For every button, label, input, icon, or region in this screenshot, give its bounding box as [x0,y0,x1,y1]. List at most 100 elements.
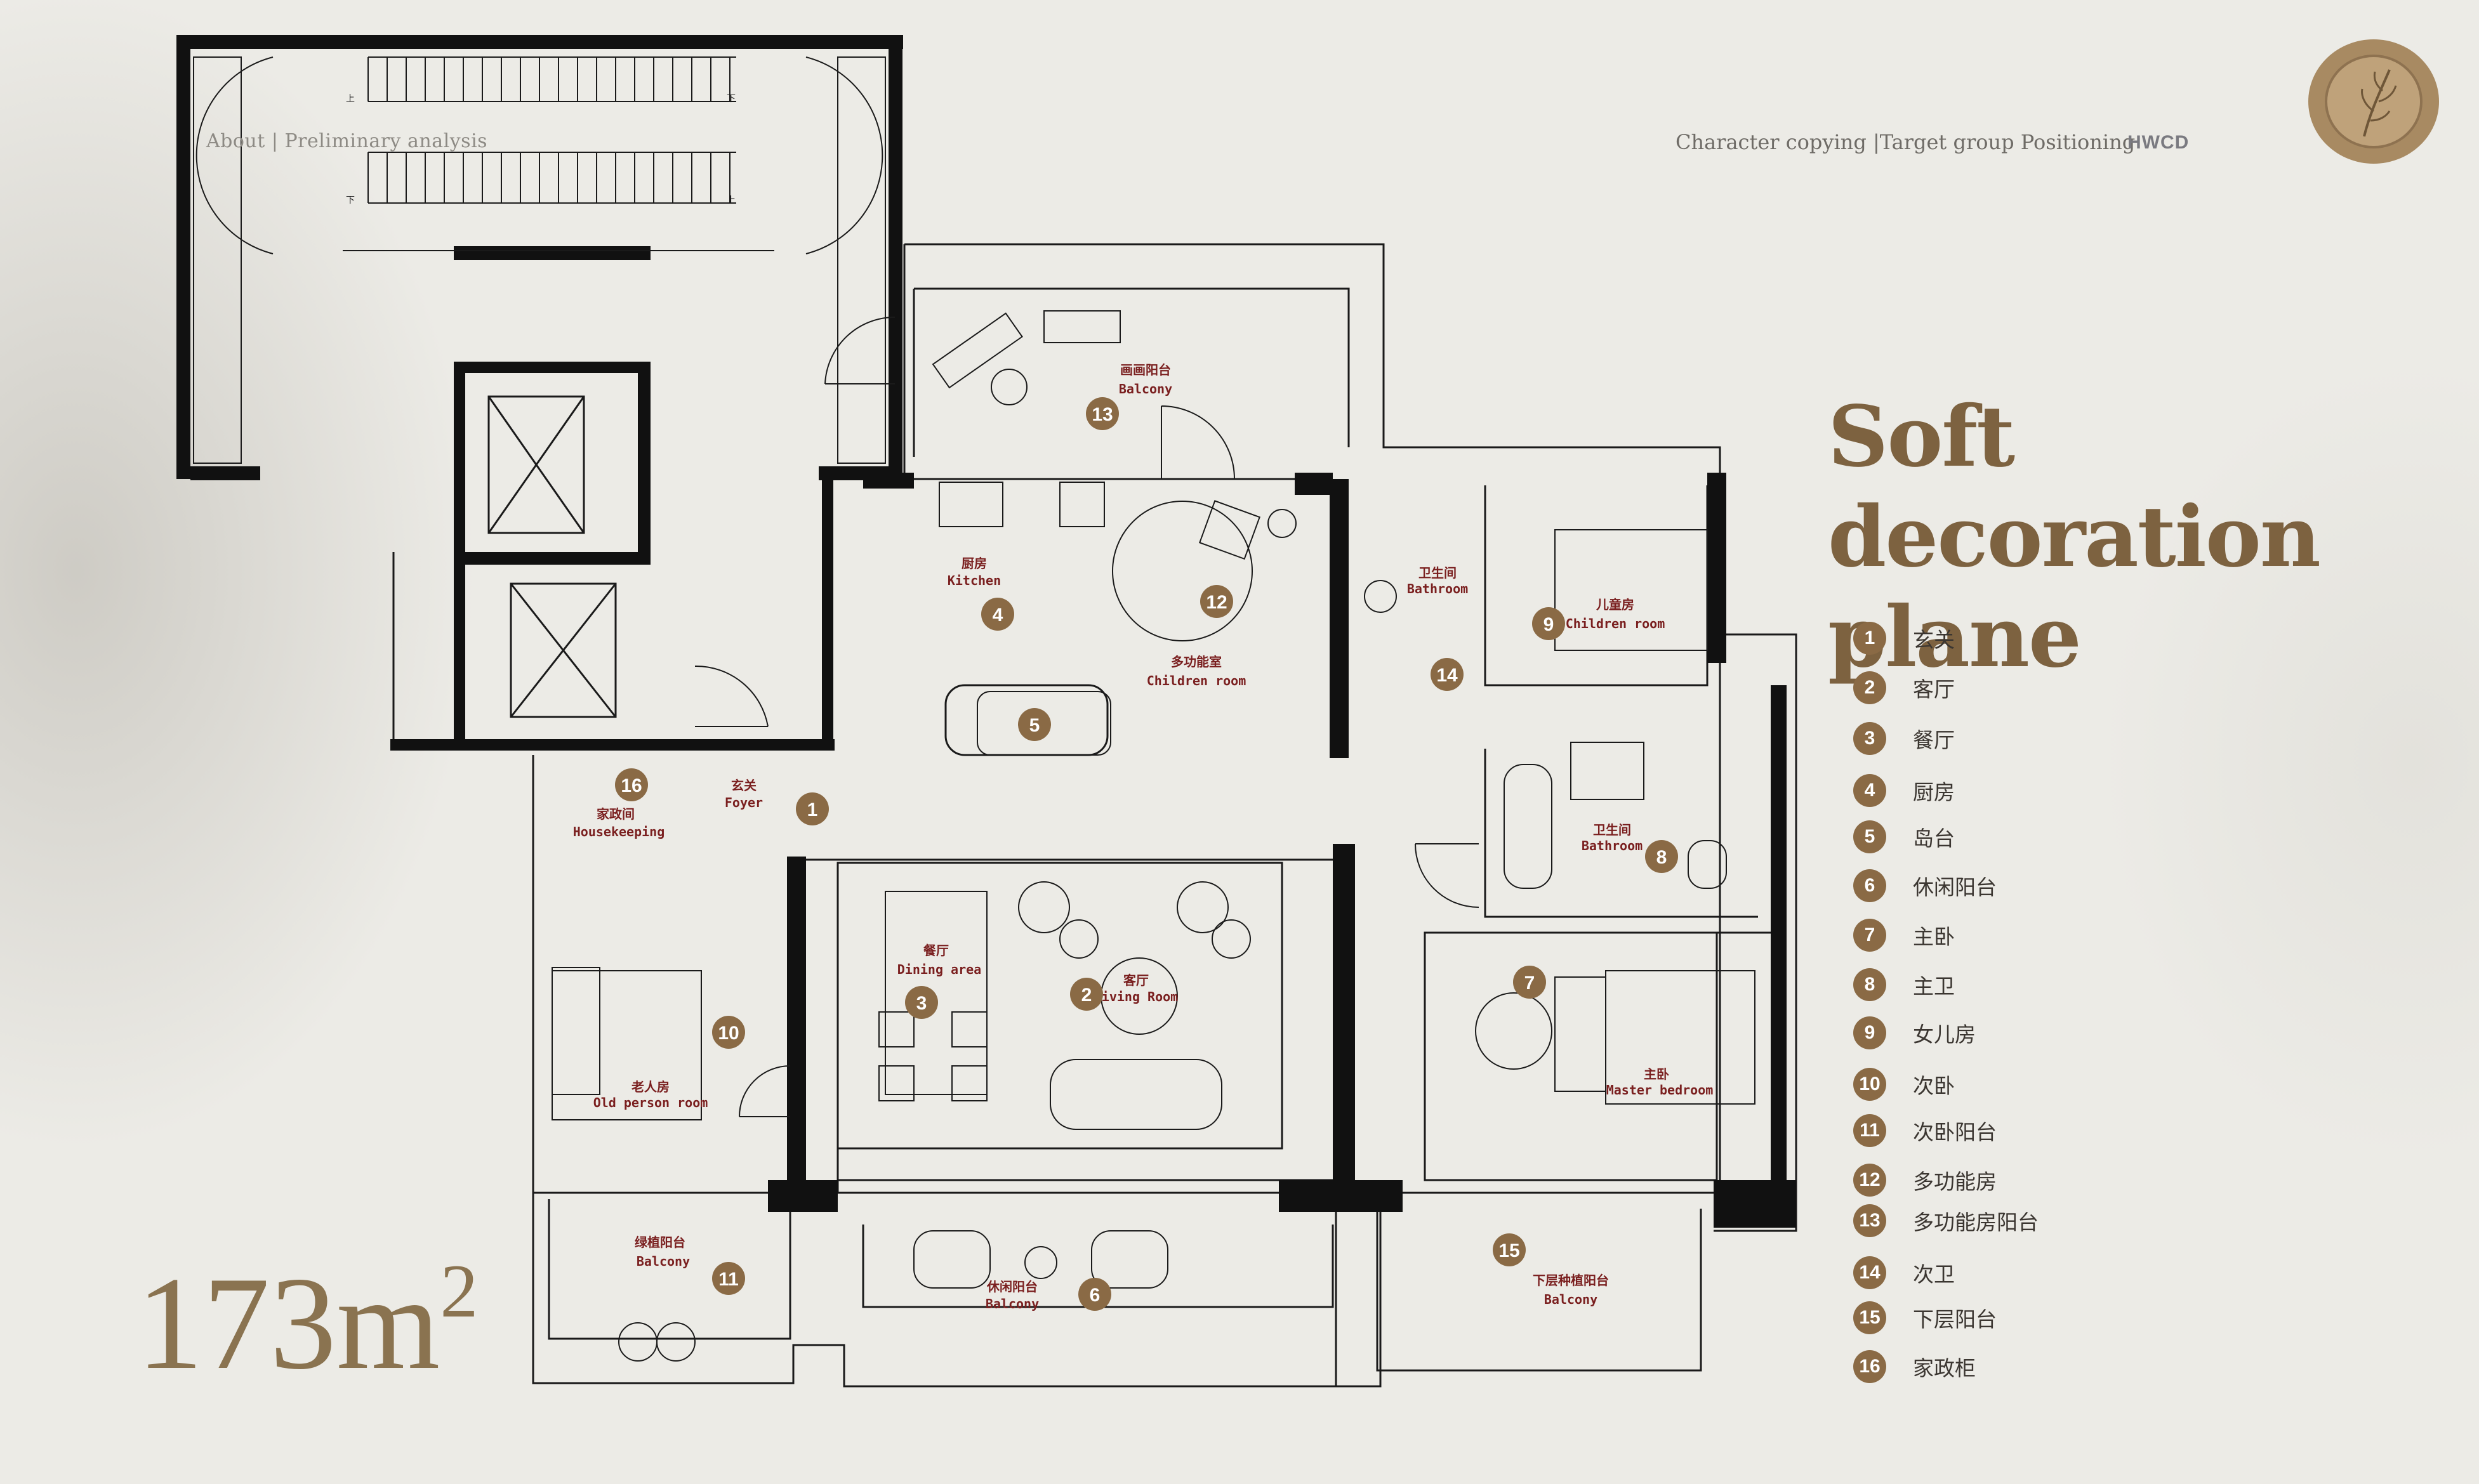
plan-marker-3: 3 [905,986,938,1019]
balcony11-label-cn: 绿植阳台 [635,1235,685,1250]
svg-text:7: 7 [1524,973,1535,994]
stair-up-label: 上 [346,94,355,104]
legend-number: 9 [1853,1016,1886,1049]
legend-label: 下层阳台 [1913,1307,1997,1332]
svg-text:12: 12 [1206,592,1227,613]
legend-number: 13 [1853,1204,1886,1237]
legend-number: 3 [1853,722,1886,755]
multi-room-label-en: Children room [1147,673,1246,688]
bathroom14-label-en: Bathroom [1407,581,1468,596]
legend-label: 休闲阳台 [1913,875,1997,900]
bathroom8-label-cn: 卫生间 [1593,822,1631,837]
plan-marker-16: 16 [615,768,648,801]
svg-text:5: 5 [1029,715,1040,736]
legend-item: 14 次卫 [1853,1255,1955,1290]
plan-marker-8: 8 [1645,840,1678,873]
children-room-label-en: Children room [1566,616,1665,631]
legend-label: 主卫 [1913,974,1955,999]
legend-number: 16 [1853,1350,1886,1383]
plan-marker-13: 13 [1086,397,1119,430]
svg-text:10: 10 [718,1023,739,1044]
svg-text:4: 4 [993,605,1003,626]
kitchen-label-cn: 厨房 [962,556,987,571]
plan-marker-4: 4 [981,598,1014,631]
legend-item: 7 主卧 [1853,917,1955,953]
legend-label: 多功能房 [1913,1169,1997,1194]
legend-number: 11 [1853,1114,1886,1147]
plan-marker-5: 5 [1018,708,1051,741]
bathroom14-label-cn: 卫生间 [1418,565,1457,581]
housekeeping-label-en: Housekeeping [573,824,665,839]
legend-item: 11 次卧阳台 [1853,1113,1997,1148]
plan-marker-11: 11 [712,1262,745,1295]
balcony15-label-cn: 下层种植阳台 [1533,1273,1609,1288]
legend-item: 12 多功能房 [1853,1162,1997,1198]
plan-marker-7: 7 [1513,966,1546,999]
balcony11-label-en: Balcony [637,1254,690,1269]
plan-marker-14: 14 [1431,658,1464,691]
balcony13-label-cn: 画画阳台 [1120,362,1171,378]
legend-number: 4 [1853,774,1886,807]
legend-label: 岛台 [1913,826,1955,851]
kitchen-label-en: Kitchen [948,573,1001,588]
svg-text:3: 3 [916,993,927,1014]
legend-number: 10 [1853,1068,1886,1101]
plan-marker-9: 9 [1532,607,1565,640]
plan-marker-6: 6 [1078,1278,1111,1311]
legend-item: 3 餐厅 [1853,721,1955,756]
svg-text:6: 6 [1090,1285,1101,1306]
svg-text:9: 9 [1544,614,1554,635]
plan-marker-1: 1 [796,792,829,825]
title-line-1: Soft decoration [1828,388,2321,586]
svg-text:14: 14 [1436,665,1458,686]
balcony6-label-en: Balcony [986,1296,1039,1311]
balcony15-label-en: Balcony [1544,1292,1597,1307]
children-room-label-cn: 儿童房 [1596,597,1634,612]
nav-breadcrumb-right[interactable]: Character copying |Target group Position… [1676,130,2136,154]
svg-text:16: 16 [621,775,642,796]
area-value: 173m2 [136,1228,478,1393]
svg-text:8: 8 [1656,847,1667,868]
svg-text:11: 11 [718,1269,739,1290]
plan-marker-2: 2 [1070,978,1103,1011]
area-superscript: 2 [440,1249,479,1333]
legend-number: 12 [1853,1164,1886,1197]
dining-label-cn: 餐厅 [923,943,949,958]
legend-number: 7 [1853,919,1886,952]
old-room-label-cn: 老人房 [631,1079,670,1094]
legend-number: 8 [1853,968,1886,1001]
master-label-en: Master bedroom [1606,1082,1714,1098]
legend-label: 次卧阳台 [1913,1120,1997,1145]
legend-number: 1 [1853,622,1886,655]
legend-number: 14 [1853,1256,1886,1289]
dining-label-en: Dining area [897,962,981,977]
legend-item: 1 玄关 [1853,621,1955,656]
legend-label: 餐厅 [1913,728,1955,752]
nav-breadcrumb-left[interactable]: About | Preliminary analysis [206,130,488,152]
stair-down-label-2: 下 [346,195,355,206]
legend-label: 次卫 [1913,1262,1955,1287]
legend-item: 8 主卫 [1853,967,1955,1002]
plan-marker-15: 15 [1493,1233,1526,1266]
svg-text:15: 15 [1498,1240,1519,1261]
brand-logo: HWCD [2127,132,2190,153]
bathroom8-label-en: Bathroom [1582,838,1643,853]
svg-text:1: 1 [807,799,818,820]
legend-label: 家政柜 [1913,1356,1976,1381]
plan-marker-12: 12 [1200,585,1233,618]
svg-text:13: 13 [1092,404,1113,425]
area-number: 173m [136,1250,440,1397]
legend-label: 主卧 [1913,924,1955,949]
wax-seal-icon [2308,39,2439,164]
housekeeping-label-cn: 家政间 [597,806,635,822]
legend-label: 玄关 [1913,627,1955,652]
foyer-label-en: Foyer [725,795,763,810]
foyer-label-cn: 玄关 [731,778,757,793]
